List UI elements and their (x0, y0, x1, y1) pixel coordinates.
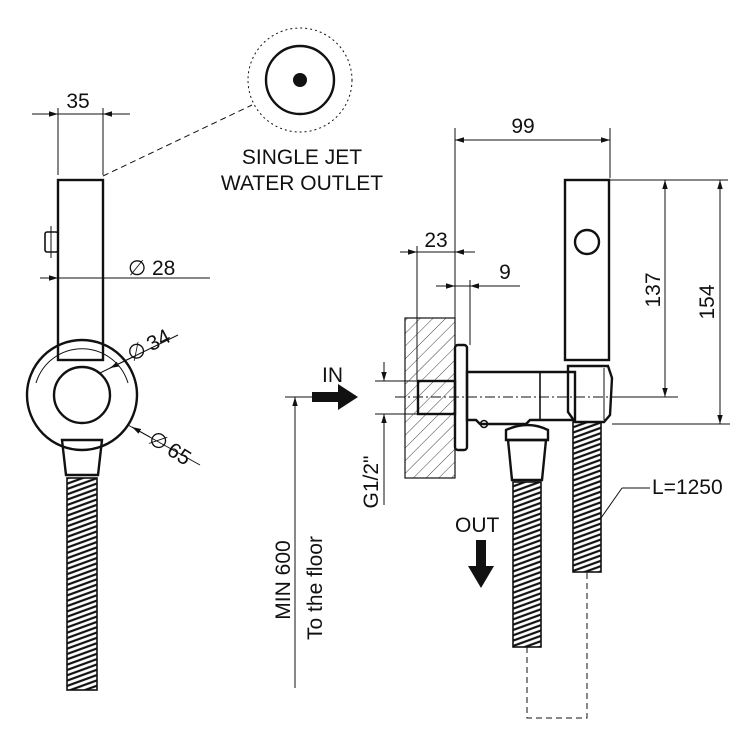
outlet-indicator: OUT (455, 514, 500, 588)
holder-cup (566, 364, 614, 424)
holder-plate-outer (25, 338, 139, 452)
dimension-137: 137 (609, 179, 728, 398)
detail-label-line2: WATER OUTLET (221, 172, 383, 195)
hose-to-shower (572, 421, 602, 573)
dimension-35: 35 (32, 90, 130, 175)
height-to-floor: MIN 600 To the floor (272, 396, 327, 688)
holder-ring (52, 365, 112, 425)
dimension-23: 23 (400, 229, 475, 380)
hose-length: L=1250 (600, 476, 723, 519)
dimension-23-label: 23 (424, 229, 447, 252)
dimension-9: 9 (436, 261, 520, 345)
dimension-d34-label: 34 (143, 325, 175, 356)
hose-connector-side (60, 438, 104, 477)
valve-body (465, 370, 577, 426)
front-view: 99 23 9 (272, 115, 730, 719)
dimension-137-label: 137 (642, 272, 665, 307)
dimension-d65: ∅ 65 (127, 424, 201, 470)
inlet-indicator: IN (312, 364, 358, 410)
dimension-99: 99 (454, 115, 611, 318)
hose-to-valve (512, 481, 542, 648)
wall-section (404, 317, 456, 479)
outlet-label: OUT (455, 514, 500, 537)
thread-label: G1/2" (360, 456, 383, 509)
hose-side (66, 477, 98, 691)
detail-label-line1: SINGLE JET (242, 146, 362, 169)
shower-head-front (563, 178, 611, 362)
outlet-detail: SINGLE JET WATER OUTLET (102, 27, 383, 195)
dimension-154-label: 154 (696, 284, 719, 319)
hose-length-label: L=1250 (652, 476, 723, 499)
hose-connector-front (506, 438, 548, 482)
push-button-front (573, 228, 601, 256)
dimension-d28-label: 28 (152, 257, 175, 280)
diameter-symbol: ∅ (128, 257, 146, 280)
dimension-thread: G1/2" (360, 362, 418, 508)
inlet-label: IN (322, 364, 343, 387)
shower-head-side (56, 178, 105, 362)
jet-outlet-icon (293, 73, 307, 87)
height-label-line1: MIN 600 (272, 540, 295, 619)
height-label-line2: To the floor (304, 536, 327, 640)
dimension-d28: ∅ 28 (40, 257, 210, 281)
dimension-35-label: 35 (66, 90, 89, 113)
dimension-154: 154 (612, 180, 730, 425)
dimension-99-label: 99 (511, 115, 534, 138)
side-view: 35 ∅ 28 ∅ 34 (25, 90, 210, 691)
outlet-nut (504, 423, 550, 442)
dimension-9-label: 9 (499, 261, 511, 284)
